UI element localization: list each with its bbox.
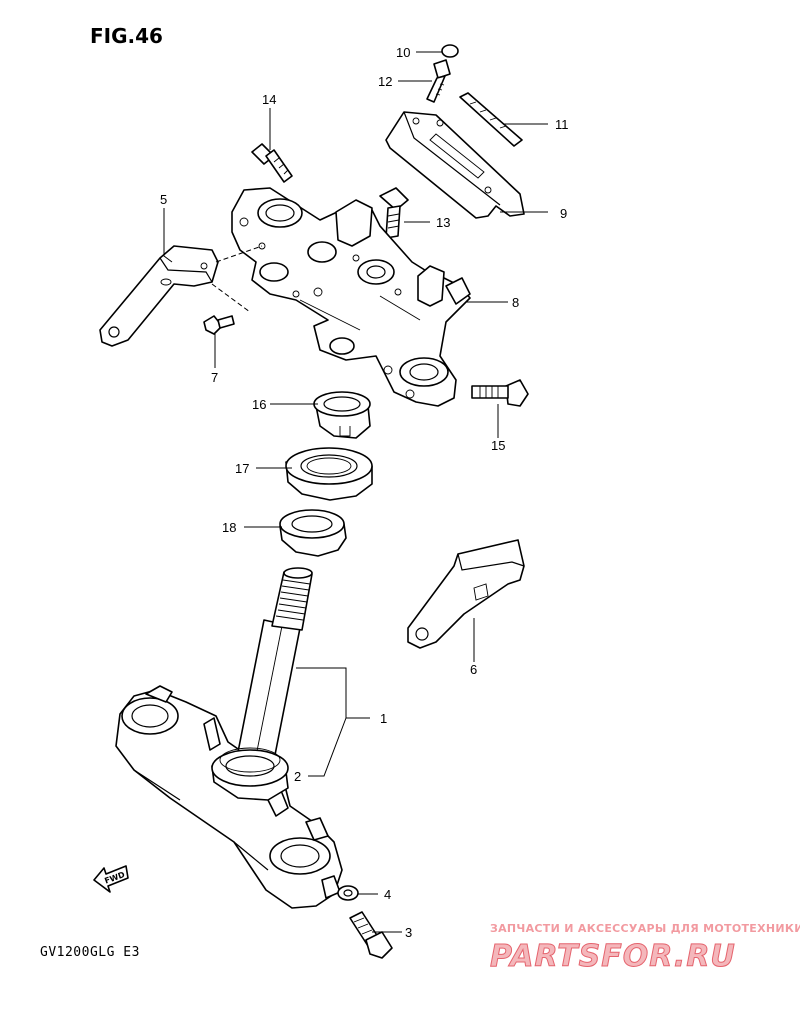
model-code: GV1200GLG E3 <box>40 945 140 960</box>
callout-8: 8 <box>512 295 519 310</box>
mounting-line <box>211 283 251 313</box>
callout-18: 18 <box>222 520 236 535</box>
watermark-brand: PARTSFOR.RU <box>490 939 736 974</box>
part-15-bolt[interactable] <box>471 379 529 407</box>
callout-11: 11 <box>555 117 569 132</box>
part-9-handlebar-cover[interactable] <box>385 111 525 219</box>
part-8-upper-bracket[interactable] <box>231 187 471 407</box>
fwd-arrow-icon: FWD <box>93 865 129 893</box>
callout-3: 3 <box>405 925 412 940</box>
part-7-screw[interactable] <box>203 315 235 335</box>
watermark-tagline: ЗАПЧАСТИ И АКСЕССУАРЫ ДЛЯ МОТОТЕХНИКИ <box>490 922 800 935</box>
callout-2: 2 <box>294 769 301 784</box>
callout-12: 12 <box>378 74 392 89</box>
callout-1: 1 <box>380 711 387 726</box>
part-11-plate[interactable] <box>459 92 523 147</box>
callout-7: 7 <box>211 370 218 385</box>
part-10-cap[interactable] <box>441 44 459 58</box>
watermark: ЗАПЧАСТИ И АКСЕССУАРЫ ДЛЯ МОТОТЕХНИКИ PA… <box>490 922 800 975</box>
part-1-steering-stem[interactable] <box>115 567 343 909</box>
callout-labels: 10 12 11 14 13 9 5 8 7 16 15 17 18 6 1 2… <box>160 45 569 940</box>
part-6-right-bracket[interactable] <box>407 539 525 649</box>
callout-17: 17 <box>235 461 249 476</box>
part-2-lower-bearing[interactable] <box>219 747 281 773</box>
part-3-bolt[interactable] <box>349 911 393 959</box>
part-4-washer[interactable] <box>337 885 359 901</box>
part-13-bolt[interactable] <box>379 187 409 239</box>
callout-16: 16 <box>252 397 266 412</box>
callout-10: 10 <box>396 45 410 60</box>
part-5-left-bracket[interactable] <box>99 245 219 347</box>
callout-13: 13 <box>436 215 450 230</box>
part-16-nut[interactable] <box>313 391 371 439</box>
part-12-bolt[interactable] <box>426 59 451 103</box>
part-17-dust-seal[interactable] <box>285 447 373 501</box>
part-14-bolt[interactable] <box>251 143 293 183</box>
callout-14: 14 <box>262 92 276 107</box>
callout-5: 5 <box>160 192 167 207</box>
callout-4: 4 <box>384 887 391 902</box>
leader-lines <box>163 51 548 933</box>
callout-6: 6 <box>470 662 477 677</box>
mounting-line <box>215 245 263 263</box>
callout-15: 15 <box>491 438 505 453</box>
figure-title: FIG.46 <box>90 24 163 48</box>
callout-9: 9 <box>560 206 567 221</box>
part-18-bearing[interactable] <box>279 509 347 557</box>
